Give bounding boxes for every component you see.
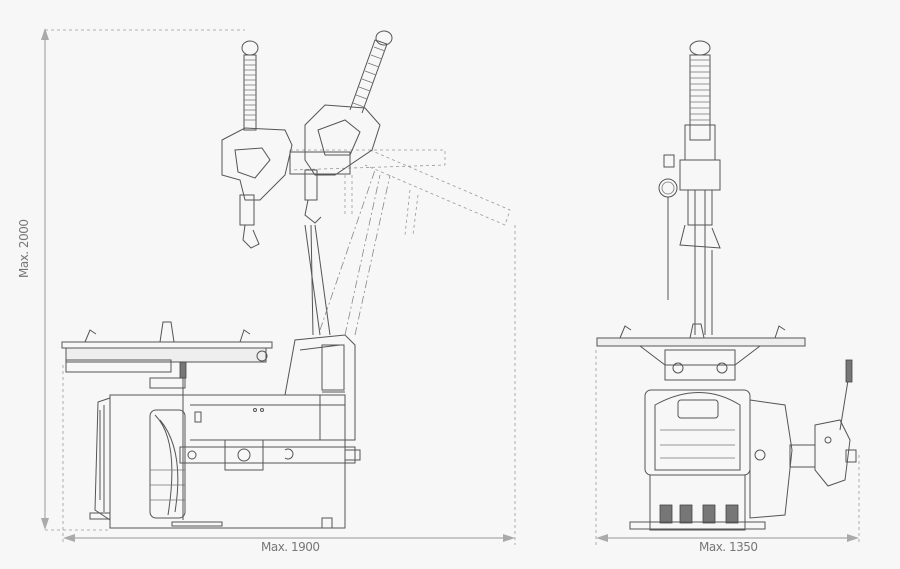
- length-dimension: [62, 225, 516, 545]
- length-dimension-label: Max. 1900: [261, 540, 320, 554]
- pedals: [659, 504, 739, 524]
- height-dimension: [41, 28, 245, 531]
- height-dimension-label: Max. 2000: [17, 219, 31, 278]
- side-view-machine: [61, 30, 511, 529]
- width-dimension-label: Max. 1350: [699, 540, 758, 554]
- width-dimension: [595, 350, 860, 545]
- front-view-machine: [596, 40, 857, 531]
